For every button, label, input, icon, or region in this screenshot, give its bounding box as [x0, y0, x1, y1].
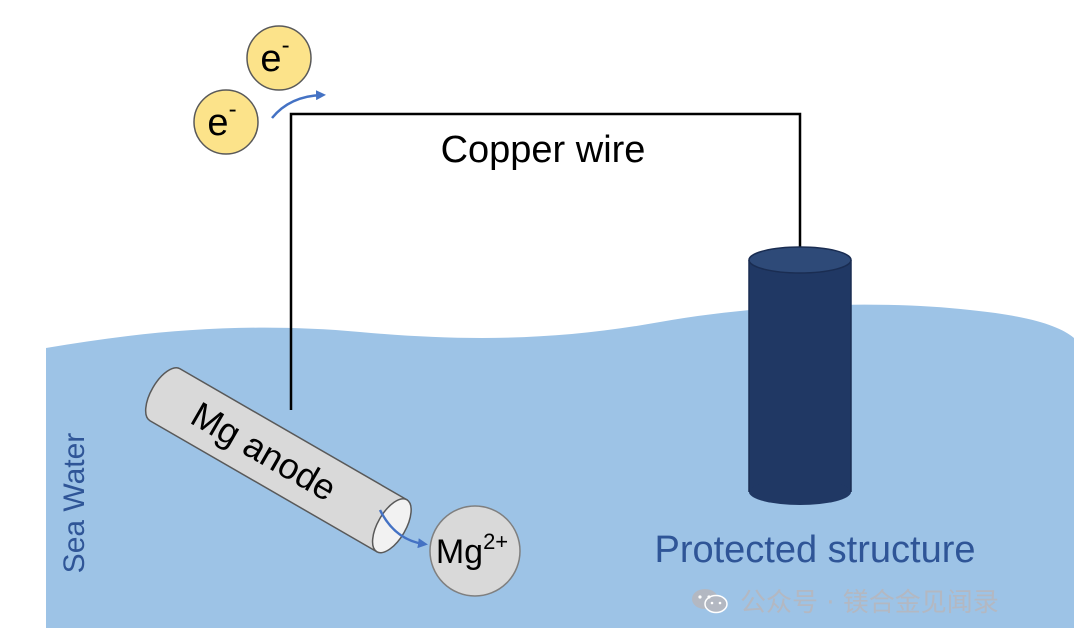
electron-charge: - [282, 32, 290, 59]
electron-bottom: e- [193, 89, 259, 155]
electron-label: e [260, 38, 281, 80]
ion-release-arrow [378, 509, 428, 549]
electron-charge: - [229, 96, 237, 123]
watermark-text: 公众号 · 镁合金见闻录 [740, 588, 999, 618]
svg-text:e-: e- [260, 32, 289, 80]
electron-top: e- [246, 25, 312, 91]
svg-text:Mg2+: Mg2+ [436, 529, 508, 571]
structure-label: Protected structure [654, 529, 975, 571]
copper-wire [289, 112, 802, 410]
ion-label: Mg [436, 533, 483, 571]
wechat-icon [690, 587, 730, 615]
protected-structure [748, 246, 852, 505]
wire-label: Copper wire [441, 129, 646, 171]
mg-ion: Mg2+ [429, 505, 521, 597]
water-label: Sea Water [58, 433, 91, 574]
electron-flow-arrow [271, 90, 326, 119]
electron-label: e [207, 102, 228, 144]
watermark: 公众号 · 镁合金见闻录 [690, 582, 999, 619]
ion-charge: 2+ [483, 529, 508, 554]
sea-water [46, 304, 1074, 628]
svg-text:e-: e- [207, 96, 236, 144]
